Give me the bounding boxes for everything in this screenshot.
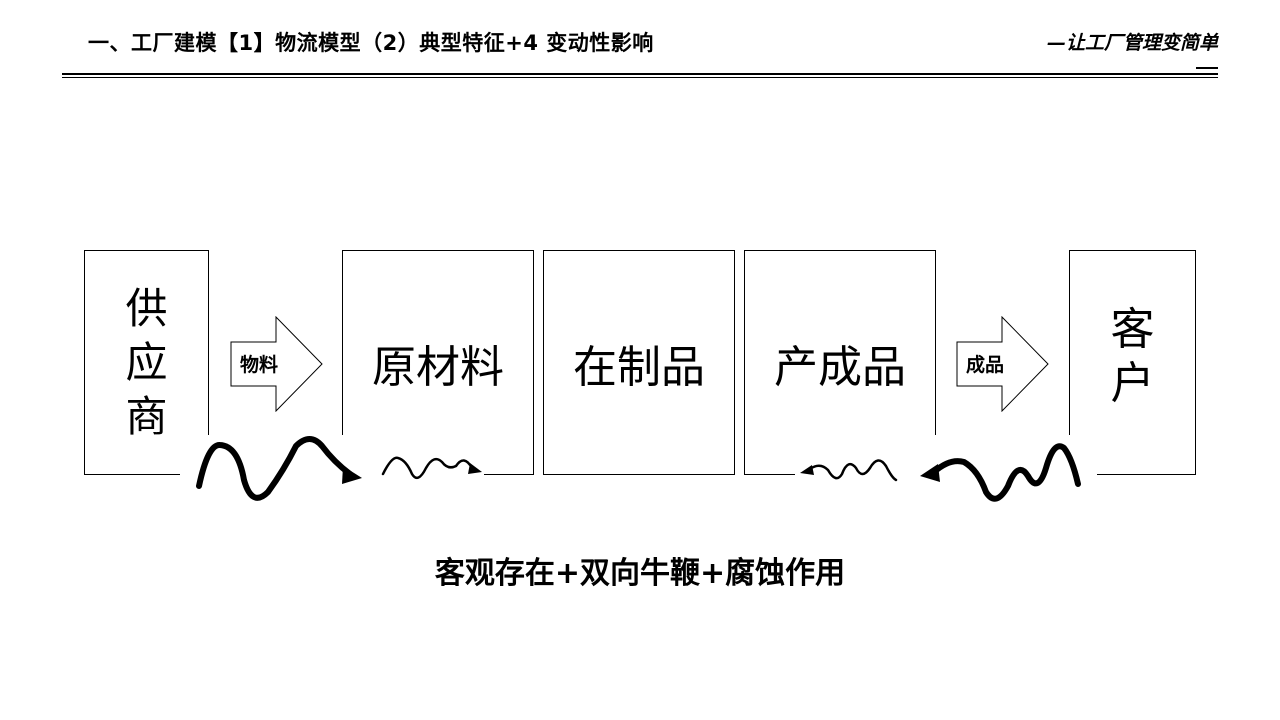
- goods-arrow-label: 成品: [966, 354, 1005, 376]
- supplier-label: 供应商: [125, 283, 168, 441]
- right-small-wave-icon: [800, 459, 898, 482]
- page-title: 一、工厂建模【1】物流模型（2）典型特征+4 变动性影响: [88, 31, 654, 55]
- slogan: —让工厂管理变简单: [1046, 32, 1218, 54]
- left-small-wave-icon: [381, 456, 482, 480]
- raw-material-label: 原材料: [372, 341, 504, 393]
- finished-goods-box: 产成品: [744, 250, 936, 475]
- wip-box: 在制品: [543, 250, 735, 475]
- header-rule-thin: [62, 77, 1218, 78]
- material-arrow-icon: [230, 316, 323, 412]
- goods-arrow-icon: [956, 316, 1049, 412]
- slogan-underline: [1196, 67, 1218, 69]
- diagram-caption: 客观存在+双向牛鞭+腐蚀作用: [434, 556, 846, 591]
- header-rule-thick: [62, 73, 1218, 75]
- wip-label: 在制品: [573, 341, 705, 393]
- left-large-wave-icon: [196, 436, 362, 501]
- material-arrow-label: 物料: [240, 354, 279, 376]
- customer-label: 客户: [1110, 304, 1155, 409]
- finished-goods-label: 产成品: [774, 341, 906, 393]
- customer-box: 客户: [1069, 250, 1196, 475]
- right-large-wave-icon: [920, 443, 1081, 502]
